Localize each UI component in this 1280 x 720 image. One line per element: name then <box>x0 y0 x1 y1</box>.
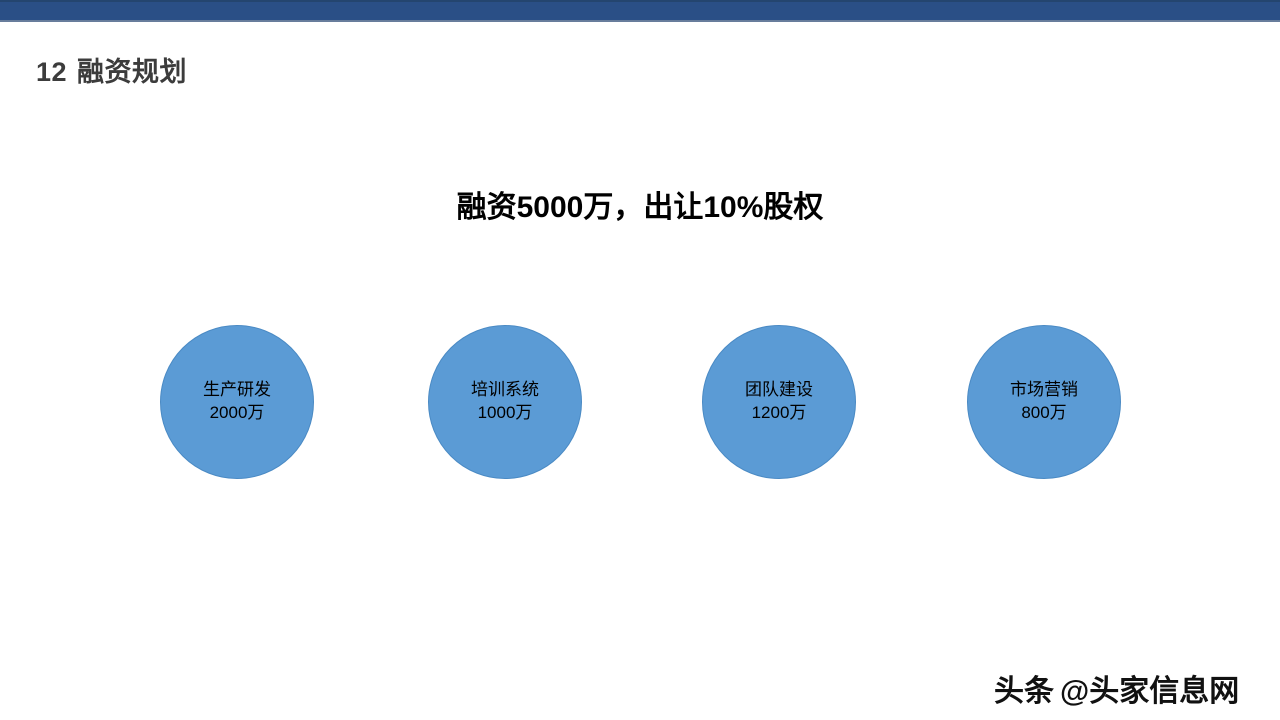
headline: 融资5000万，出让10%股权 <box>456 191 824 224</box>
slide-title-text: 融资规划 <box>77 57 188 87</box>
allocation-bubble: 市场营销 800万 <box>967 325 1121 479</box>
page-title: 12 融资规划 <box>36 50 187 89</box>
allocation-bubble-group: 生产研发 2000万 培训系统 1000万 团队建设 1200万 市场营销 80… <box>160 325 1122 481</box>
bubble-value: 1200万 <box>751 403 807 422</box>
allocation-bubble: 团队建设 1200万 <box>702 325 856 479</box>
bubble-value: 800万 <box>1021 403 1067 422</box>
top-accent-bar <box>0 0 1280 22</box>
bubble-label: 生产研发 <box>203 380 271 400</box>
top-accent-bar-shadow <box>0 20 1280 22</box>
slide-number: 12 <box>36 57 68 87</box>
bubble-label: 培训系统 <box>471 380 539 400</box>
bubble-label: 团队建设 <box>745 380 813 400</box>
bubble-label: 市场营销 <box>1010 380 1078 400</box>
allocation-bubble: 生产研发 2000万 <box>160 325 314 479</box>
watermark-handle: @头家信息网 <box>1060 675 1240 708</box>
bubble-value: 2000万 <box>209 403 265 422</box>
bubble-value: 1000万 <box>477 403 533 422</box>
watermark-brand: 头条 <box>994 675 1054 708</box>
allocation-bubble: 培训系统 1000万 <box>428 325 582 479</box>
watermark: 头条@头家信息网 <box>994 666 1239 710</box>
